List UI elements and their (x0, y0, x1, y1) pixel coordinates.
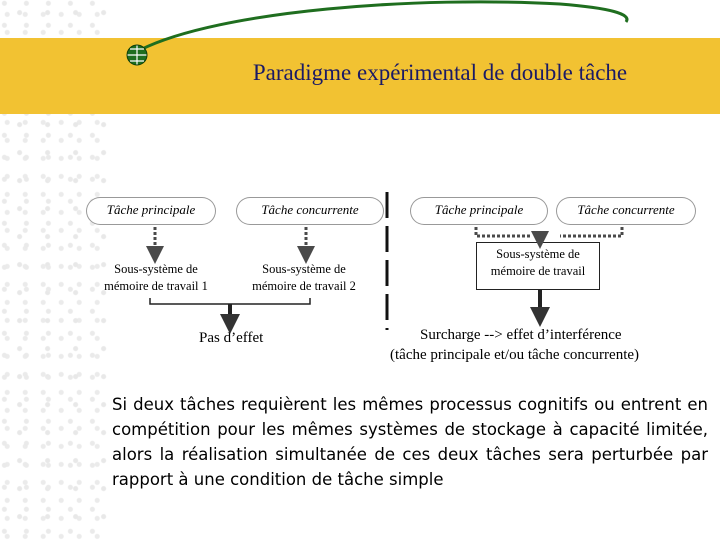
right-arrow-concurrent (560, 227, 624, 238)
left-task-principal: Tâche principale (86, 197, 216, 225)
subsystem-line1: Sous-système de (496, 247, 580, 261)
subsystem-2-line2: mémoire de travail 2 (252, 279, 356, 293)
right-result-line1: Surcharge --> effet d’interférence (420, 327, 622, 343)
page-title: Paradigme expérimental de double tâche (252, 60, 628, 85)
right-task-principal: Tâche principale (410, 197, 548, 225)
subsystem-1-line2: mémoire de travail 1 (104, 279, 208, 293)
left-result-label: Pas d’effet (199, 330, 264, 346)
left-bracket (149, 298, 311, 305)
right-task-concurrent: Tâche concurrente (556, 197, 696, 225)
right-arrow-principal (474, 227, 530, 238)
globe-icon (126, 44, 148, 66)
left-task-concurrent: Tâche concurrente (236, 197, 384, 225)
subsystem-1-line1: Sous-système de (114, 262, 198, 276)
left-subsystem-1: Sous-système de mémoire de travail 1 (86, 258, 226, 295)
decorative-swoosh (139, 0, 629, 52)
subsystem-line2: mémoire de travail (490, 264, 586, 278)
right-subsystem: Sous-système de mémoire de travail (476, 242, 600, 290)
left-subsystem-2: Sous-système de mémoire de travail 2 (234, 258, 374, 295)
right-result-line2: (tâche principale et/ou tâche concurrent… (390, 347, 640, 363)
title-banner (0, 38, 720, 114)
subsystem-2-line1: Sous-système de (262, 262, 346, 276)
explanation-paragraph: Si deux tâches requièrent les mêmes proc… (112, 395, 708, 489)
